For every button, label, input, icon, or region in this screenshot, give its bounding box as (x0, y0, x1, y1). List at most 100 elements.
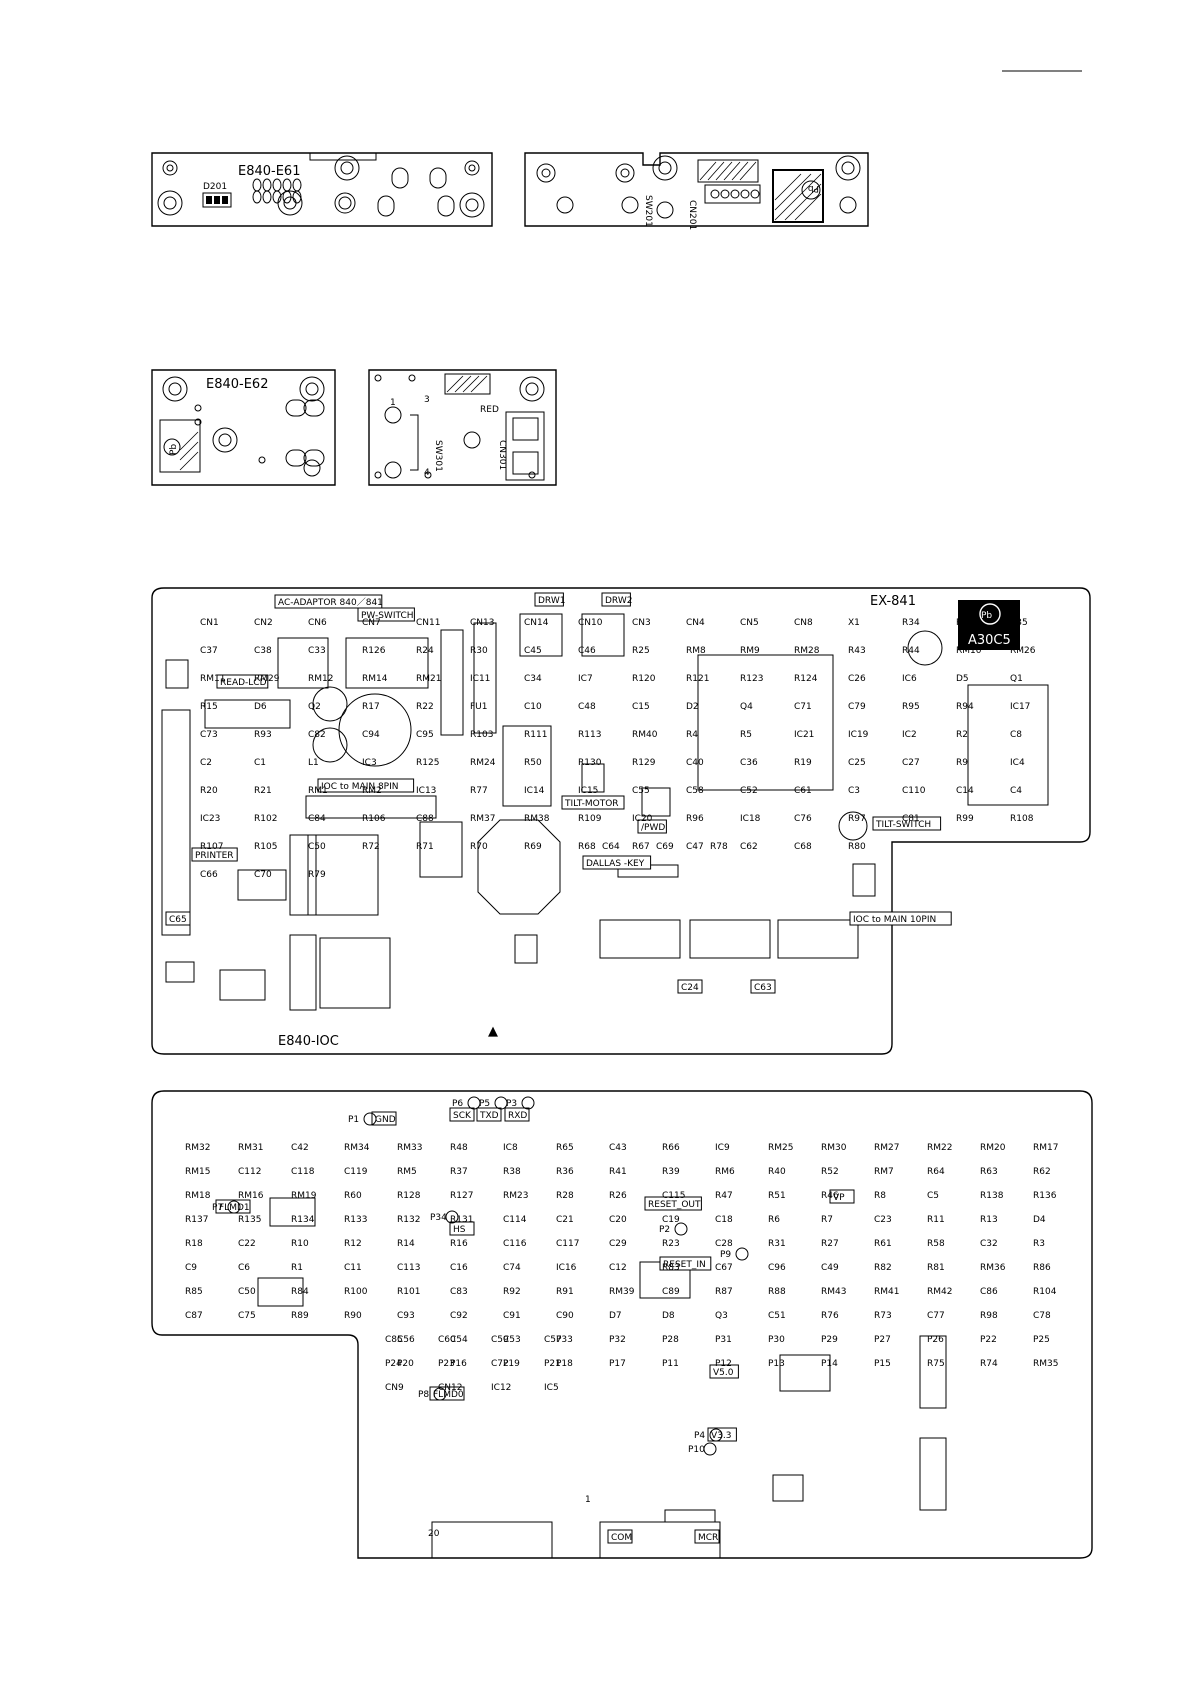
cpu-ref-c89: C89 (662, 1287, 680, 1297)
pin-1: 1 (390, 398, 396, 408)
cpu-ref-cn12: CN12 (438, 1383, 462, 1393)
pad-label-p8: P8 (418, 1390, 429, 1400)
ioc-ref-r17: R17 (362, 702, 380, 712)
cpu-ref-rm43: RM43 (821, 1287, 846, 1297)
cpu-ref-p32: P32 (609, 1335, 626, 1345)
cpu-ref-p13: P13 (768, 1359, 785, 1369)
cpu-ref-p31: P31 (715, 1335, 732, 1345)
ioc-box-9-text: PRINTER (195, 851, 234, 861)
cpu-ref-c115: C115 (662, 1191, 685, 1201)
pad-p10 (703, 1442, 717, 1456)
ioc-ref-cn14: CN14 (524, 618, 549, 628)
cpu-ref-c16: C16 (450, 1263, 468, 1273)
ioc-ref-d5: D5 (956, 674, 969, 684)
ioc-ref-c52: C52 (740, 786, 758, 796)
ioc-ref-r111: R111 (524, 730, 547, 740)
ioc-box-7: /PWD (637, 819, 667, 834)
ioc-ref-cn7: CN7 (362, 618, 381, 628)
cpu-box-0: GND (371, 1111, 397, 1126)
ioc-box-3: DRW2 (601, 592, 632, 607)
cpu-ref-rm17: RM17 (1033, 1143, 1058, 1153)
ioc-ref-ic13: IC13 (416, 786, 436, 796)
ioc-box-2: DRW1 (534, 592, 565, 607)
ioc-box-0-text: AC-ADAPTOR 840／841 (278, 597, 383, 608)
cpu-ref-r14: R14 (397, 1239, 415, 1249)
ioc-ref-c34: C34 (524, 674, 542, 684)
cpu-box-10-text: V5.0 (713, 1368, 734, 1378)
ioc-ref-r96: R96 (686, 814, 704, 824)
ioc-ref-ic15: IC15 (578, 786, 598, 796)
cpu-ref-r65: R65 (556, 1143, 574, 1153)
ioc-ref-fu1: FU1 (470, 702, 488, 712)
cpu-ref-p14: P14 (821, 1359, 838, 1369)
board-e61-switch: Pb SW201 CN201 (524, 152, 869, 230)
cpu-ref-rm33: RM33 (397, 1143, 422, 1153)
cpu-ref-p25: P25 (1033, 1335, 1050, 1345)
ioc-ref-ic3: IC3 (362, 758, 377, 768)
board-name-e62: E840-E62 (206, 377, 268, 392)
cpu-ref-r18: R18 (185, 1239, 203, 1249)
cpu-ref-c93: C93 (397, 1311, 415, 1321)
cpu-ref-r100: R100 (344, 1287, 368, 1297)
cpu-ref-ic8: IC8 (503, 1143, 518, 1153)
ioc-ref-c64: C64 (602, 842, 620, 852)
cpu-ref-c6: C6 (238, 1263, 250, 1273)
ioc-ref-cn3: CN3 (632, 618, 651, 628)
cpu-ref-r131: R131 (450, 1215, 473, 1225)
ref-sw301: SW301 (433, 440, 443, 472)
ioc-ref-r9: R9 (956, 758, 968, 768)
ioc-ref-ic19: IC19 (848, 730, 869, 740)
cpu-box-7-text: RESET_IN (663, 1260, 706, 1270)
ioc-ref-r99: R99 (956, 814, 974, 824)
ioc-ref-c35: C35 (1010, 618, 1028, 628)
ioc-ref-r95: R95 (902, 702, 920, 712)
ioc-ref-c50: C50 (308, 842, 326, 852)
cpu-ref-r66: R66 (662, 1143, 680, 1153)
ioc-ref-c68: C68 (794, 842, 812, 852)
pad-label-p34: P34 (430, 1213, 447, 1223)
cpu-box-1-text: SCK (453, 1111, 472, 1121)
pin-4: 4 (424, 468, 430, 478)
ioc-ref-c46: C46 (578, 646, 596, 656)
ioc-ref-cn6: CN6 (308, 618, 327, 628)
cpu-ref-rm25: RM25 (768, 1143, 793, 1153)
ioc-ref-rm1: RM1 (308, 786, 328, 796)
ioc-box-14: C65 (165, 911, 191, 926)
cpu-ref-c43: C43 (609, 1143, 627, 1153)
ioc-ref-rm26: RM26 (1010, 646, 1036, 656)
cpu-ref-c56: C56 (397, 1335, 415, 1345)
cpu-ref-r98: R98 (980, 1311, 998, 1321)
ref-d201: D201 (203, 182, 227, 192)
cpu-box-3-text: RXD (508, 1111, 527, 1121)
ioc-ref-r129: R129 (632, 758, 656, 768)
cpu-ref-r51: R51 (768, 1191, 786, 1201)
cpu-ref-r26: R26 (609, 1191, 627, 1201)
cpu-ref-p33: P33 (556, 1335, 573, 1345)
ioc-ref-r123: R123 (740, 674, 763, 684)
cpu-box-12-text: COM (611, 1533, 632, 1543)
cpu-ref-c119: C119 (344, 1167, 368, 1177)
ioc-ref-c66: C66 (200, 870, 218, 880)
ioc-ref-r30: R30 (470, 646, 488, 656)
ioc-ref-ic23: IC23 (200, 814, 220, 824)
ioc-ref-cn1: CN1 (200, 618, 219, 628)
cpu-ref-r41: R41 (609, 1167, 627, 1177)
ioc-box-0: AC-ADAPTOR 840／841 (274, 594, 383, 609)
ioc-ref-ic18: IC18 (740, 814, 761, 824)
cpu-ref-rm6: RM6 (715, 1167, 735, 1177)
ioc-box-8: TILT-SWITCH (872, 816, 942, 831)
cpu-ref-c72: C72 (491, 1359, 509, 1369)
cpu-ref-rm19: RM19 (291, 1191, 317, 1201)
ioc-ref-rm21: RM21 (416, 674, 441, 684)
ioc-box-4: READ-LCD (216, 674, 269, 689)
ioc-ref-r69: R69 (524, 842, 542, 852)
ioc-ref-c55: C55 (632, 786, 650, 796)
cpu-ref-rm23: RM23 (503, 1191, 528, 1201)
ioc-ref-c73: C73 (200, 730, 218, 740)
cpu-ref-c114: C114 (503, 1215, 527, 1225)
cpu-ref-r133: R133 (344, 1215, 367, 1225)
ioc-ref-c110: C110 (902, 786, 926, 796)
cpu-ref-c86: C86 (980, 1287, 998, 1297)
